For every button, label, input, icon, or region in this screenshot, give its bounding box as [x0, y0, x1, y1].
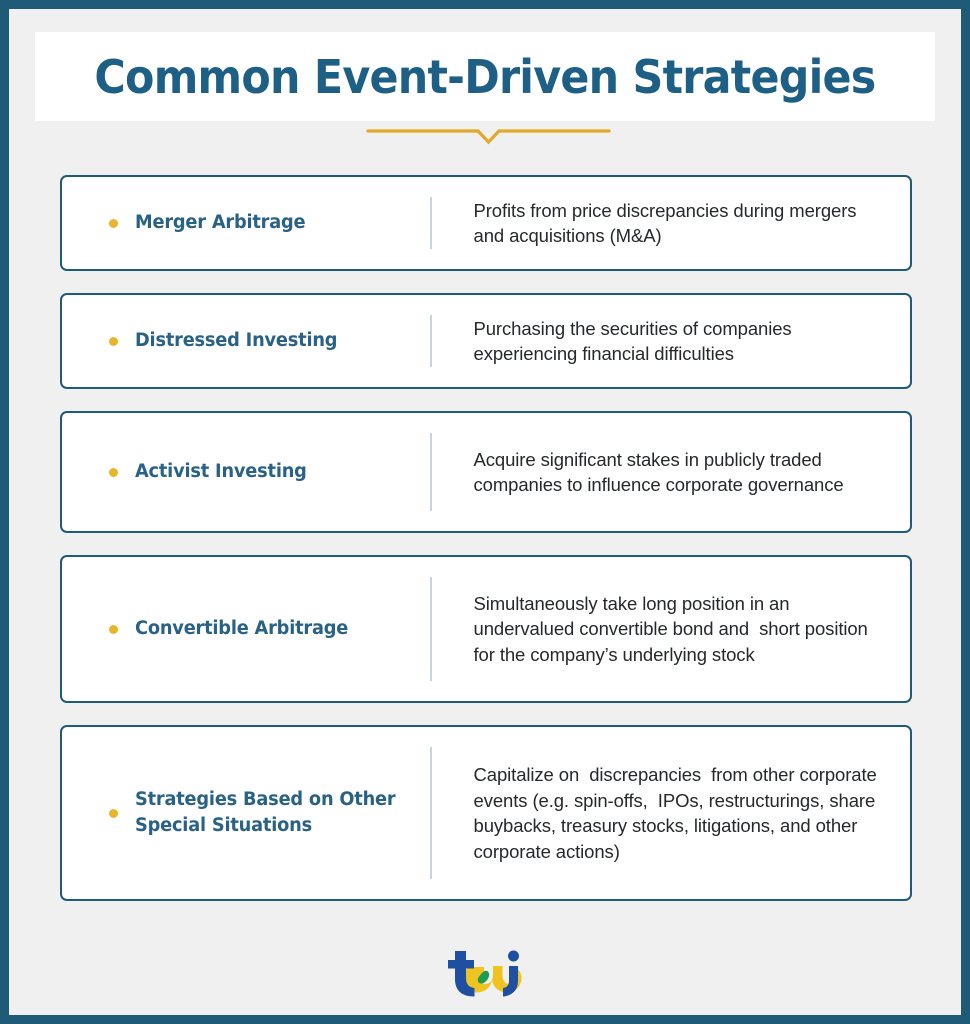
strategy-description-area: Profits from price discrepancies during … — [432, 198, 911, 249]
gold-accent-divider — [366, 121, 611, 145]
bullet-dot-icon — [109, 336, 118, 346]
tej-logo[interactable] — [443, 947, 527, 999]
bullet-dot-icon — [109, 467, 118, 477]
card-divider — [430, 747, 432, 879]
strategy-card[interactable]: Convertible Arbitrage Simultaneously tak… — [60, 555, 912, 703]
strategy-label: Merger Arbitrage — [135, 212, 306, 233]
strategy-description: Capitalize on discrepancies from other c… — [473, 764, 882, 862]
strategy-label-area: Distressed Investing — [62, 328, 430, 354]
strategy-label: Activist Investing — [135, 461, 307, 482]
strategy-label-area: Convertible Arbitrage — [62, 616, 430, 642]
strategy-description-area: Capitalize on discrepancies from other c… — [432, 762, 911, 864]
strategy-description-area: Acquire significant stakes in publicly t… — [432, 447, 911, 498]
strategy-card[interactable]: Merger Arbitrage Profits from price disc… — [60, 175, 912, 271]
strategy-description-area: Simultaneously take long position in an … — [432, 591, 911, 668]
strategy-description: Acquire significant stakes in publicly t… — [473, 448, 844, 496]
poster-background: Common Event-Driven Strategies Merger Ar… — [9, 9, 961, 1015]
strategy-card[interactable]: Strategies Based on Other Special Situat… — [60, 725, 912, 901]
strategy-label: Distressed Investing — [135, 330, 338, 351]
card-divider — [430, 577, 432, 681]
strategy-description: Profits from price discrepancies during … — [473, 199, 862, 247]
strategy-label-area: Activist Investing — [62, 459, 430, 485]
title-card: Common Event-Driven Strategies — [35, 32, 935, 121]
bullet-dot-icon — [109, 808, 118, 818]
strategy-card[interactable]: Distressed Investing Purchasing the secu… — [60, 293, 912, 389]
strategy-description-area: Purchasing the securities of companies e… — [432, 316, 911, 367]
card-divider — [430, 433, 432, 511]
card-divider — [430, 197, 432, 249]
page-title: Common Event-Driven Strategies — [94, 49, 876, 104]
strategy-description: Simultaneously take long position in an … — [473, 592, 873, 665]
chevron-underline-icon — [366, 129, 611, 145]
strategy-label: Strategies Based on Other Special Situat… — [135, 789, 396, 836]
strategy-card[interactable]: Activist Investing Acquire significant s… — [60, 411, 912, 533]
strategy-card-list: Merger Arbitrage Profits from price disc… — [60, 175, 912, 901]
strategy-description: Purchasing the securities of companies e… — [473, 317, 797, 365]
strategy-label: Convertible Arbitrage — [135, 618, 349, 639]
card-divider — [430, 315, 432, 367]
footer-logo-area — [9, 947, 961, 999]
bullet-dot-icon — [109, 624, 118, 634]
strategy-label-area: Strategies Based on Other Special Situat… — [62, 787, 430, 839]
strategy-label-area: Merger Arbitrage — [62, 210, 430, 236]
bullet-dot-icon — [109, 218, 118, 228]
